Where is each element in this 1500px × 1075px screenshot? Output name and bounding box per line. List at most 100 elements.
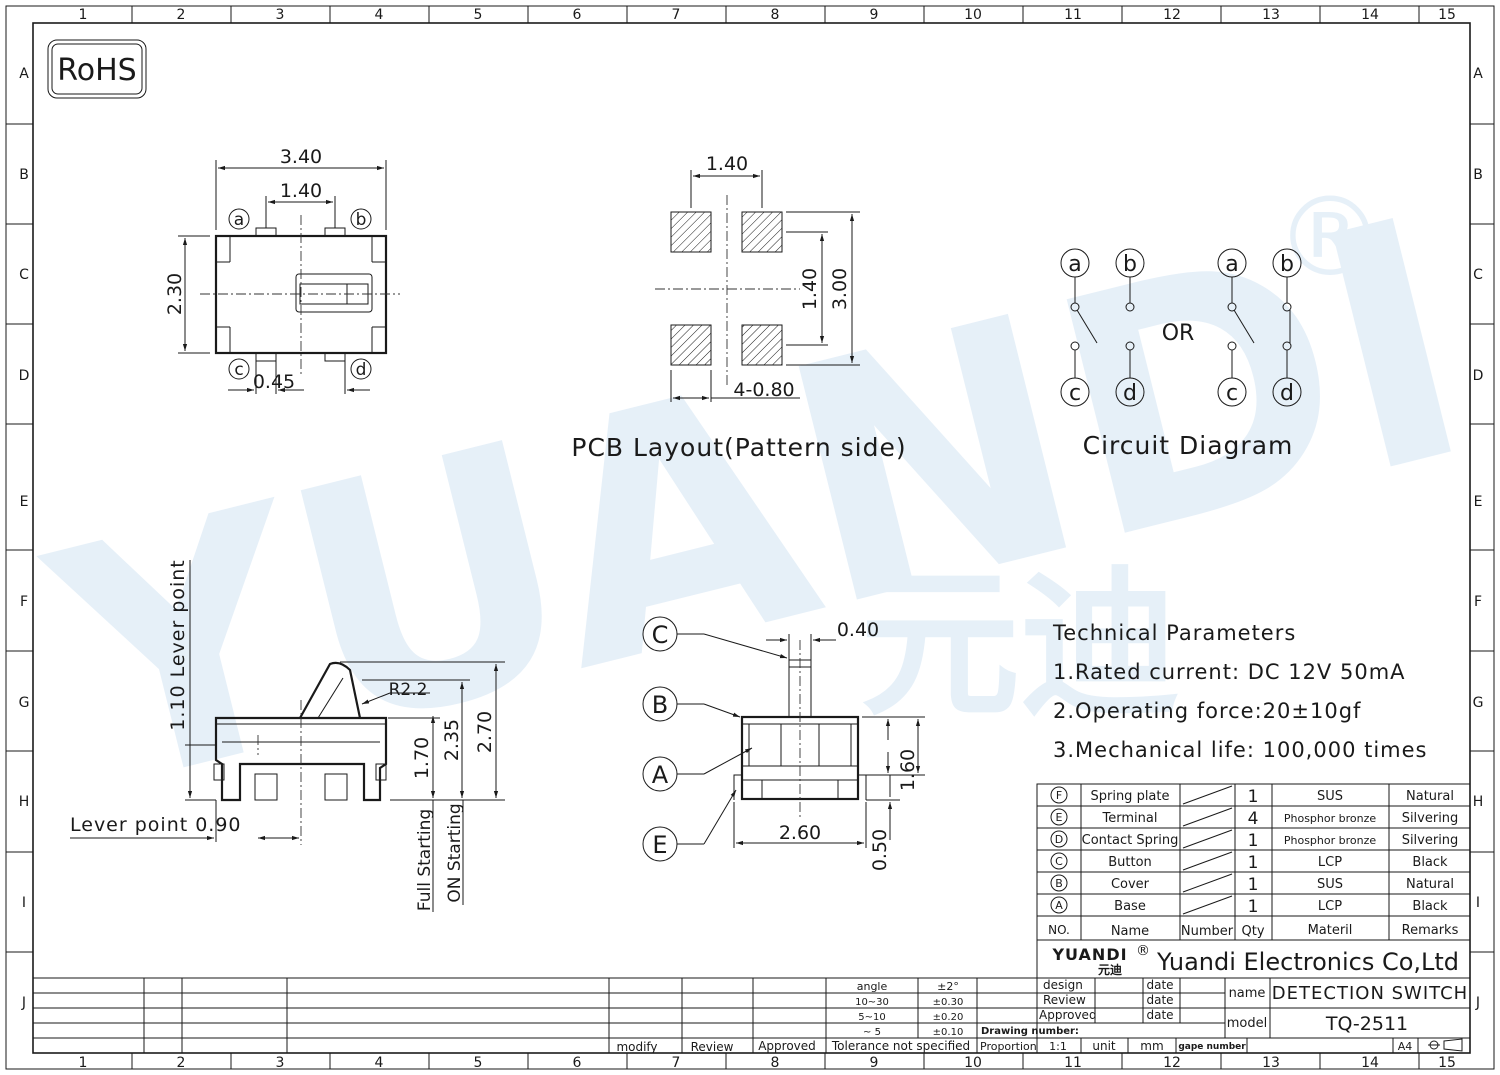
bom-remarks: Natural bbox=[1406, 877, 1454, 892]
projection-icon bbox=[1428, 1038, 1463, 1052]
callout-e: E bbox=[652, 831, 667, 859]
proportion-value: 1:1 bbox=[1049, 1040, 1067, 1053]
grid-col-top-12: 12 bbox=[1163, 7, 1181, 23]
front-view: C B A E 0.40 1.60 2.60 0.50 bbox=[642, 616, 925, 871]
dim-pin-width: 0.45 bbox=[253, 371, 295, 393]
grid-col-bottom-7: 7 bbox=[672, 1055, 681, 1071]
grid-row-right-I: I bbox=[1476, 895, 1480, 911]
unit-label: unit bbox=[1092, 1039, 1116, 1053]
tol-range-0: angle bbox=[857, 980, 888, 993]
grid-row-left-J: J bbox=[21, 995, 26, 1011]
top-view: 3.40 1.40 2.30 0.45 a b c d bbox=[164, 146, 400, 394]
bom-qty: 1 bbox=[1248, 875, 1259, 895]
full-starting-label: Full Starting bbox=[415, 809, 435, 911]
name-value: DETECTION SWITCH bbox=[1272, 983, 1468, 1004]
bom-remarks: Black bbox=[1412, 855, 1448, 870]
model-value: TQ-2511 bbox=[1325, 1013, 1408, 1035]
unit-value: mm bbox=[1140, 1039, 1163, 1053]
dim-height: 2.30 bbox=[164, 273, 186, 315]
grid-col-bottom-10: 10 bbox=[964, 1055, 982, 1071]
model-label: model bbox=[1227, 1016, 1267, 1031]
tol-value-1: ±0.30 bbox=[933, 997, 964, 1008]
grid-col-top-11: 11 bbox=[1064, 7, 1082, 23]
grid-row-right-J: J bbox=[1475, 995, 1480, 1011]
grid-col-top-2: 2 bbox=[177, 7, 186, 23]
approved-label: Approved bbox=[1039, 1008, 1097, 1022]
bom-material: SUS bbox=[1317, 877, 1343, 892]
grid-col-bottom-1: 1 bbox=[79, 1055, 88, 1071]
bom-remarks: Black bbox=[1412, 899, 1448, 914]
grid-col-top-4: 4 bbox=[375, 7, 384, 23]
pcb-pitch-y: 1.40 bbox=[799, 268, 821, 310]
tol-value-0: ±2° bbox=[937, 980, 959, 993]
dim-pin-pitch: 1.40 bbox=[280, 180, 322, 202]
technical-parameters: Technical Parameters 1.Rated current: DC… bbox=[1052, 621, 1427, 762]
on-starting-label: ON Starting bbox=[445, 803, 465, 902]
paper-size: A4 bbox=[1398, 1040, 1413, 1053]
tol-range-3: ~ 5 bbox=[863, 1027, 881, 1038]
date-label-1: date bbox=[1146, 978, 1173, 992]
logo-mark: ® bbox=[1136, 943, 1150, 959]
dim-width-front: 2.60 bbox=[779, 822, 821, 844]
circuit-b2: b bbox=[1280, 252, 1294, 277]
pcb-layout: 1.40 1.40 3.00 4-0.80 PCB Layout(Pattern… bbox=[571, 153, 905, 462]
grid-col-top-14: 14 bbox=[1361, 7, 1379, 23]
dim-width: 3.40 bbox=[280, 146, 322, 168]
grid-row-left-G: G bbox=[19, 695, 30, 711]
bom-remarks: Natural bbox=[1406, 789, 1454, 804]
grid-col-bottom-13: 13 bbox=[1262, 1055, 1280, 1071]
grid-row-right-H: H bbox=[1473, 794, 1484, 810]
circuit-diagram: a b c d OR a b c d Circuit Di bbox=[1060, 248, 1302, 460]
approved-label-2: Approved bbox=[758, 1039, 816, 1053]
grid-row-right-F: F bbox=[1474, 594, 1482, 610]
grid-row-left-B: B bbox=[19, 167, 29, 183]
grid-col-bottom-14: 14 bbox=[1361, 1055, 1379, 1071]
grid-col-bottom-12: 12 bbox=[1163, 1055, 1181, 1071]
bom-material: SUS bbox=[1317, 789, 1343, 804]
grid-col-top-8: 8 bbox=[771, 7, 780, 23]
pin-c-label: c bbox=[234, 360, 243, 380]
date-label-3: date bbox=[1146, 1008, 1173, 1022]
circuit-d: d bbox=[1123, 381, 1137, 406]
bom-qty: 1 bbox=[1248, 831, 1259, 851]
bom-header-material: Materil bbox=[1308, 923, 1353, 938]
tech-line-1: 1.Rated current: DC 12V 50mA bbox=[1053, 660, 1406, 684]
company-name: Yuandi Electronics Co,Ltd bbox=[1156, 948, 1459, 976]
review-label: Review bbox=[1043, 993, 1086, 1007]
grid-col-top-6: 6 bbox=[573, 7, 582, 23]
callout-c: C bbox=[652, 621, 669, 649]
tech-title: Technical Parameters bbox=[1052, 621, 1296, 645]
bom-name: Terminal bbox=[1102, 811, 1158, 826]
review-label-2: Review bbox=[691, 1040, 734, 1054]
grid-col-top-15: 15 bbox=[1438, 7, 1456, 23]
circuit-c: c bbox=[1069, 381, 1081, 406]
grid-row-left-E: E bbox=[20, 494, 29, 510]
dim-lever-point: Lever point 0.90 bbox=[70, 814, 242, 836]
bom-header-no: NO. bbox=[1048, 923, 1070, 937]
grid-col-bottom-9: 9 bbox=[870, 1055, 879, 1071]
rohs-badge: RoHS bbox=[47, 39, 147, 99]
grid-row-right-B: B bbox=[1473, 167, 1483, 183]
grid-row-left-I: I bbox=[22, 895, 26, 911]
bom-header-name: Name bbox=[1111, 924, 1149, 939]
dim-lever-point-height: 1.10 Lever point bbox=[167, 559, 189, 731]
pcb-pad: 4-0.80 bbox=[733, 379, 794, 401]
tolerance-label: Tolerance not specified bbox=[831, 1039, 970, 1053]
bom-header-qty: Qty bbox=[1241, 924, 1264, 939]
gape-number-label: gape number bbox=[1178, 1042, 1246, 1052]
bom-qty: 1 bbox=[1248, 787, 1259, 807]
bom-qty: 4 bbox=[1248, 809, 1259, 829]
bom-name: Button bbox=[1108, 855, 1152, 870]
circuit-a2: a bbox=[1225, 252, 1238, 277]
bom-remarks: Silvering bbox=[1402, 833, 1459, 848]
dim-total-height: 2.70 bbox=[474, 711, 496, 753]
bom-name: Cover bbox=[1111, 877, 1150, 892]
grid-col-bottom-6: 6 bbox=[573, 1055, 582, 1071]
bom-name: Spring plate bbox=[1090, 789, 1169, 804]
bom-name: Contact Spring bbox=[1082, 833, 1179, 848]
bom-no-E: E bbox=[1056, 811, 1063, 824]
grid-col-bottom-3: 3 bbox=[276, 1055, 285, 1071]
dim-radius: R2.2 bbox=[389, 680, 428, 700]
bom-no-F: F bbox=[1056, 789, 1062, 802]
grid-col-top-13: 13 bbox=[1262, 7, 1280, 23]
